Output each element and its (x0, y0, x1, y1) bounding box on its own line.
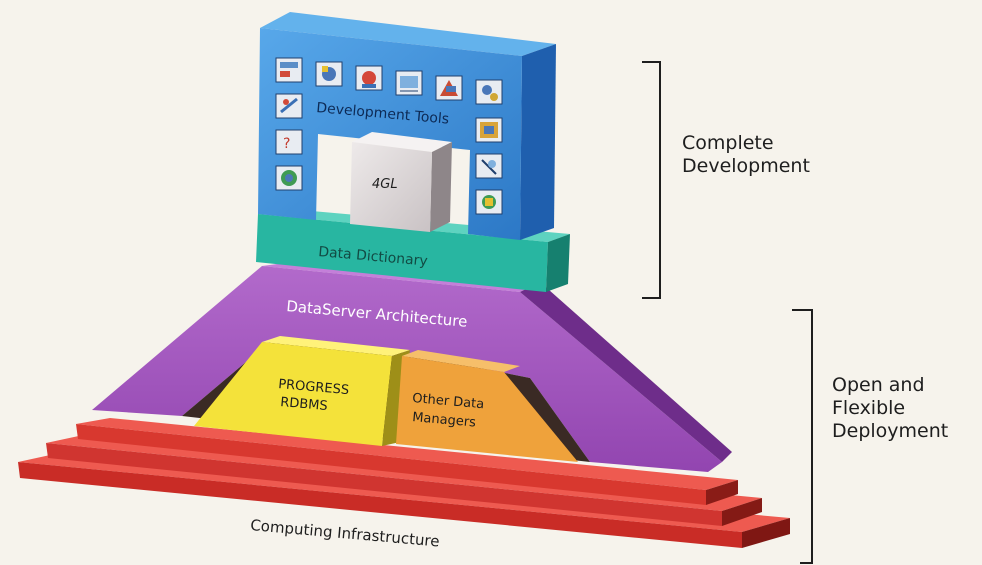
development-tools-layer: Development Tools ? 4GL (258, 12, 556, 240)
tool-icon-7 (275, 93, 303, 119)
4gl-label: 4GL (372, 177, 398, 192)
cube-front-face (350, 142, 432, 232)
progress-rdbms-block: PROGRESS RDBMS (194, 336, 410, 446)
tool-icon-11 (475, 153, 503, 179)
4gl-cube: 4GL (350, 132, 452, 232)
dataserver-side-face (520, 282, 732, 462)
tool-icons: ? (275, 57, 503, 215)
complete-label-line1: Complete (682, 132, 774, 154)
infra-step-top-side (706, 480, 738, 505)
tool-icon-2 (315, 61, 343, 87)
tool-icon-8: ? (275, 129, 303, 155)
deployment-bracket (792, 309, 813, 564)
other-label-line2: Managers (412, 410, 477, 431)
deployment-label: Open and Flexible Deployment (832, 374, 948, 443)
devtools-side-face (520, 44, 556, 240)
dictionary-front-face (256, 214, 548, 292)
infra-step-top-front (76, 424, 706, 505)
dictionary-side-face (546, 234, 570, 292)
tool-icon-9 (275, 165, 303, 191)
tool-icon-6 (475, 79, 503, 105)
infra-step-middle-front (46, 443, 722, 526)
infrastructure-label: Computing Infrastructure (250, 516, 441, 550)
other-data-managers-block: Other Data Managers (396, 350, 578, 462)
rdbms-top-face (262, 336, 410, 356)
cube-side-face (430, 142, 452, 232)
tool-icon-1 (275, 57, 303, 83)
other-front-face (396, 356, 578, 462)
other-top-face (402, 350, 520, 372)
tool-icon-10 (475, 117, 503, 143)
infra-step-middle-side (722, 498, 762, 526)
complete-label-line2: Development (682, 155, 810, 177)
infra-step-bottom-side (742, 518, 790, 548)
rdbms-label-line2: RDBMS (280, 395, 329, 414)
tool-icon-3 (355, 65, 383, 91)
deploy-label-line3: Deployment (832, 420, 949, 442)
tool-icon-12 (475, 189, 503, 215)
infra-step-top (76, 418, 738, 490)
tool-icon-5 (435, 75, 463, 101)
complete-development-bracket (642, 61, 661, 299)
infra-step-bottom-front (18, 462, 742, 548)
deploy-label-line2: Flexible (832, 397, 906, 419)
complete-development-label: Complete Development (682, 132, 810, 178)
svg-text:?: ? (283, 136, 290, 152)
tool-icon-4 (395, 70, 423, 96)
rdbms-front-face (194, 342, 392, 446)
cube-top-face (352, 132, 452, 152)
rdbms-label-line1: PROGRESS (278, 377, 350, 398)
dataserver-front-face (92, 266, 722, 472)
devtools-top-face (260, 12, 556, 56)
deploy-label-line1: Open and (832, 374, 925, 396)
other-label-line1: Other Data (412, 391, 485, 412)
